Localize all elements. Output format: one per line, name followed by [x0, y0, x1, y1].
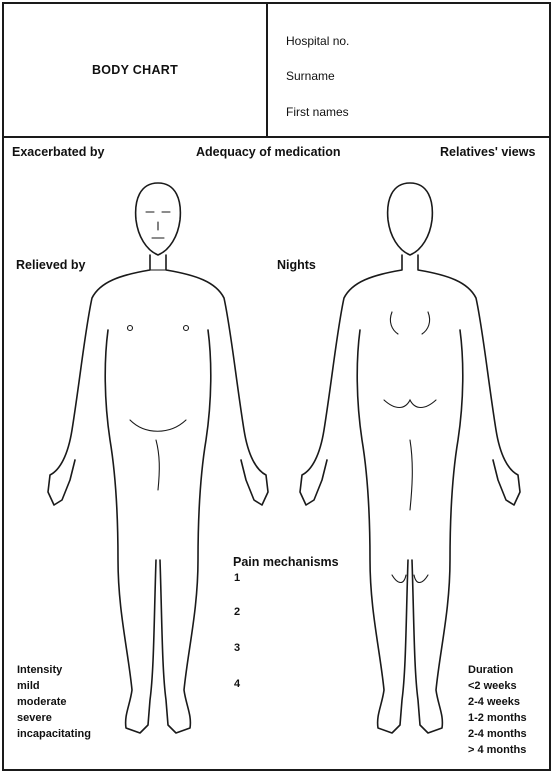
back-body-figure[interactable]	[300, 183, 520, 733]
form-header: BODY CHART Hospital no. Surname First na…	[4, 4, 549, 138]
hospital-no-field[interactable]: Hospital no.	[286, 34, 349, 48]
body-outlines	[0, 132, 555, 762]
front-body-figure[interactable]	[48, 183, 268, 733]
title-box: BODY CHART	[4, 4, 268, 136]
first-names-field[interactable]: First names	[286, 105, 349, 119]
form-title: BODY CHART	[92, 63, 178, 77]
surname-field[interactable]: Surname	[286, 69, 335, 83]
